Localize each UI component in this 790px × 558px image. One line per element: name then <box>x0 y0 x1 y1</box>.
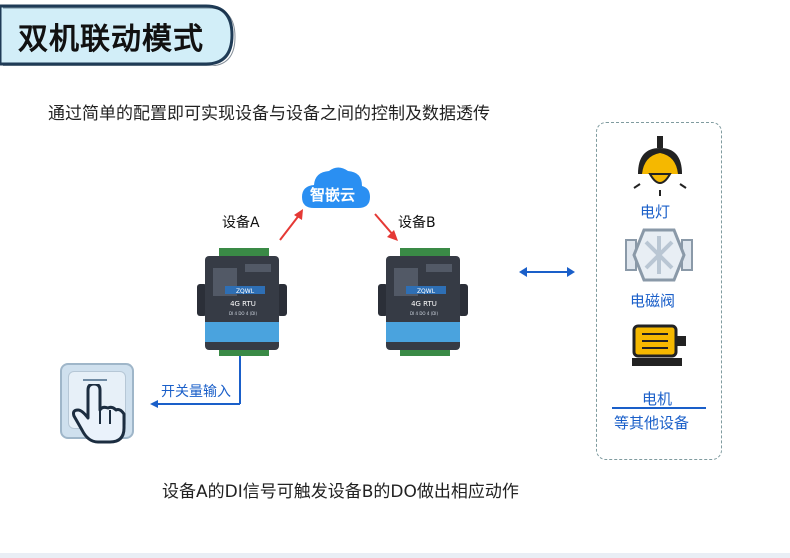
device-b-brand: ZQWL <box>417 288 436 295</box>
lamp-icon <box>633 136 687 196</box>
device-a-model: 4G RTU <box>230 300 256 308</box>
device-a-spec: DI 4 DO 4 (DI) <box>229 311 257 316</box>
controlled-devices-panel <box>596 122 722 460</box>
upload-arrow-icon <box>279 209 303 241</box>
download-arrow-icon <box>374 213 398 241</box>
title-tab-shape <box>0 4 236 66</box>
device-a-brand: ZQWL <box>236 288 255 295</box>
cloud-label: 智嵌云 <box>310 186 356 204</box>
switch-indicator <box>83 379 107 381</box>
target-valve-label: 电磁阀 <box>630 292 676 310</box>
device-b-spec: DI 4 DO 4 (DI) <box>410 311 438 316</box>
motor-icon <box>632 324 686 366</box>
page-title: 双机联动模式 <box>18 22 204 57</box>
description-text: 通过简单的配置即可实现设备与设备之间的控制及数据透传 <box>48 104 490 124</box>
device-b-model: 4G RTU <box>411 300 437 308</box>
input-wire <box>150 356 241 408</box>
device-a-rtu: ZQWL 4G RTU DI 4 DO 4 (DI) <box>197 248 287 356</box>
bidirectional-arrow-icon <box>519 267 575 277</box>
hand-pointer-icon <box>72 384 126 444</box>
cloud-icon <box>302 167 370 208</box>
switch-input-label: 开关量输入 <box>161 384 231 400</box>
divider <box>612 407 706 409</box>
device-a-label: 设备A <box>222 215 260 231</box>
target-lamp-label: 电灯 <box>640 203 671 221</box>
solenoid-valve-icon <box>625 228 693 282</box>
target-others-label: 等其他设备 <box>614 414 690 432</box>
device-b-rtu: ZQWL 4G RTU DI 4 DO 4 (DI) <box>378 248 468 356</box>
target-motor-label: 电机 <box>642 390 673 408</box>
device-b-label: 设备B <box>398 215 436 231</box>
caption-text: 设备A的DI信号可触发设备B的DO做出相应动作 <box>162 482 519 502</box>
footer-band <box>0 553 790 558</box>
